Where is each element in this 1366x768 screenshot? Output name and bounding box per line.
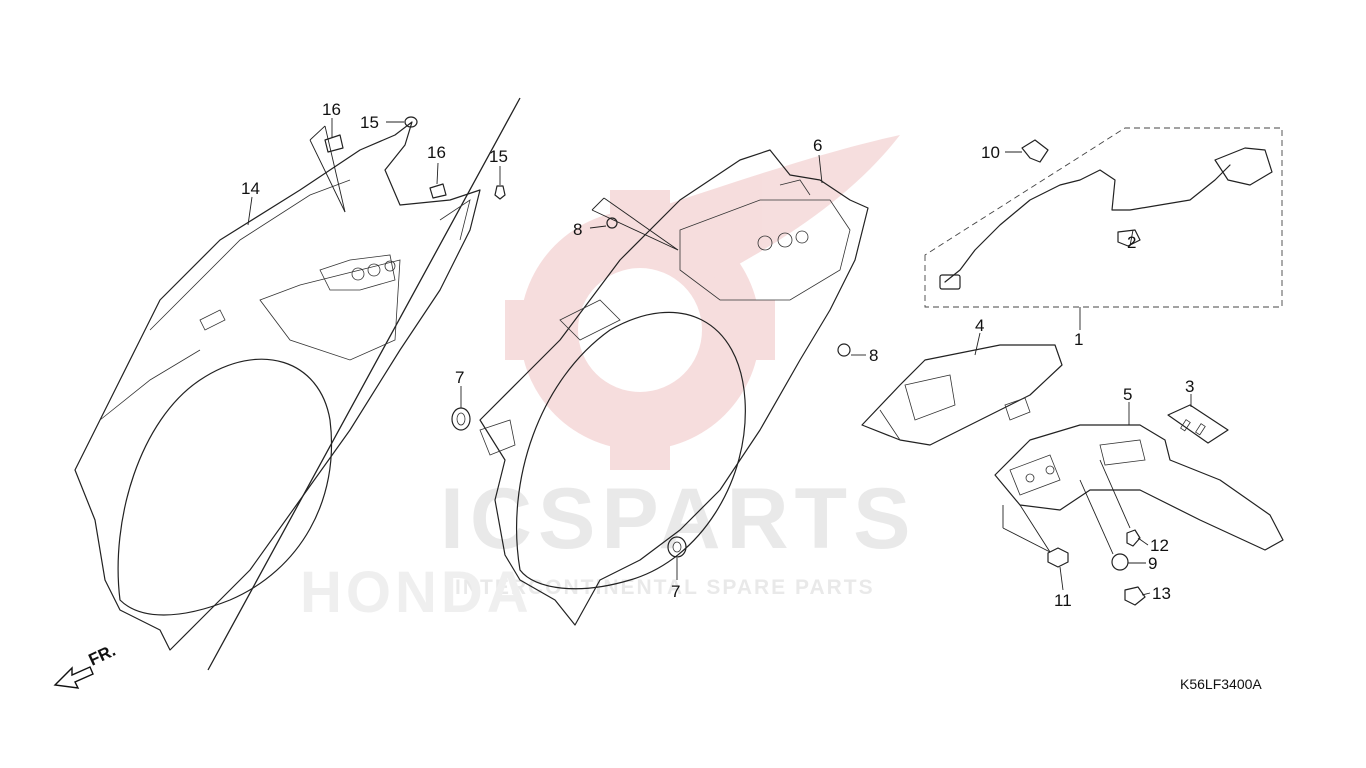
screw-part-12 <box>1126 529 1141 547</box>
front-direction-arrow: FR. <box>53 641 119 689</box>
nut-part-11 <box>1047 547 1069 568</box>
callout-1: 1 <box>1074 330 1083 349</box>
watermark: ICSPARTS INTERCONTINENTAL SPARE PARTS HO… <box>300 135 916 625</box>
callout-11: 11 <box>1054 591 1072 610</box>
callout-14: 14 <box>241 179 260 198</box>
harness-group-part-1 <box>924 127 1283 308</box>
callout-15-left: 15 <box>360 113 379 132</box>
callout-15-right: 15 <box>489 147 508 166</box>
nut-part-16-top <box>324 134 344 153</box>
callout-10: 10 <box>981 143 1000 162</box>
callout-2: 2 <box>1127 233 1136 252</box>
diagram-code: K56LF3400A <box>1180 676 1262 692</box>
leader-lines <box>247 118 1192 596</box>
mudguard-part-4 <box>861 344 1063 446</box>
callout-3: 3 <box>1185 377 1194 396</box>
grommet-part-7-left <box>451 407 471 431</box>
plate-bracket-part-5 <box>994 424 1284 551</box>
callout-9: 9 <box>1148 554 1157 573</box>
screw-part-8-right <box>837 343 851 357</box>
callout-12: 12 <box>1150 536 1169 555</box>
center-cover-part-6 <box>479 149 869 626</box>
watermark-brand: ICSPARTS <box>440 471 916 567</box>
callout-13: 13 <box>1152 584 1171 603</box>
callout-6: 6 <box>813 136 822 155</box>
callout-5: 5 <box>1123 385 1132 404</box>
callout-labels: 16 15 16 15 14 8 6 8 7 7 10 2 1 4 5 3 12… <box>241 100 1194 610</box>
callout-16-top: 16 <box>322 100 341 119</box>
callout-8-right: 8 <box>869 346 878 365</box>
group-divider <box>207 97 521 671</box>
callout-7-right: 7 <box>671 582 680 601</box>
collar-part-9 <box>1111 553 1129 571</box>
watermark-wing-icon <box>650 135 900 290</box>
callout-8-left: 8 <box>573 220 582 239</box>
arrow-left-icon <box>53 666 94 689</box>
rivet-part-15-left <box>404 116 418 128</box>
callout-4: 4 <box>975 316 984 335</box>
grommet-part-7-right <box>667 536 687 558</box>
clip-part-15-right <box>494 185 506 200</box>
bolt-part-13 <box>1124 586 1146 606</box>
nut-part-16-mid <box>429 183 447 199</box>
callout-7-left: 7 <box>455 368 464 387</box>
screw-part-8-left <box>606 217 618 229</box>
watermark-maker: HONDA <box>300 560 533 625</box>
direction-label: FR. <box>86 641 119 670</box>
side-cover-part-14 <box>74 121 481 651</box>
watermark-tagline: INTERCONTINENTAL SPARE PARTS <box>455 576 875 599</box>
callout-16-mid: 16 <box>427 143 446 162</box>
plate-part-3 <box>1167 404 1229 444</box>
fasteners <box>324 116 1146 606</box>
